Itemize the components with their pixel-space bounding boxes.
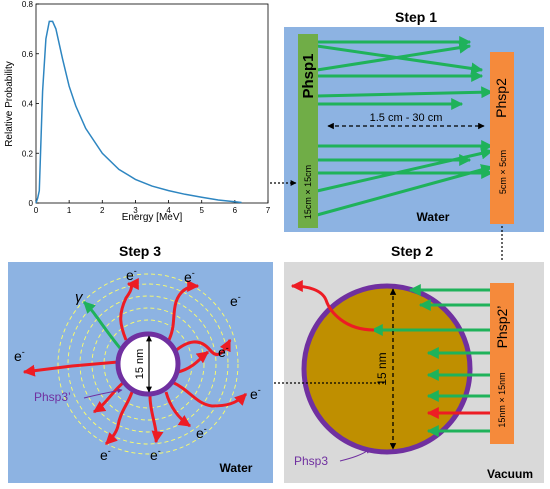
x-tick-label: 7 <box>266 206 271 215</box>
y-tick-label: 0.2 <box>22 149 34 158</box>
electron-track <box>93 380 125 414</box>
phsp3-pointer <box>339 448 371 462</box>
chart-ticks: 0 1 2 3 4 5 6 7 0 0.2 0.4 0.6 0.8 <box>22 0 271 215</box>
chart-xlabel: Energy [MeV] <box>122 212 183 223</box>
x-tick-label: 5 <box>199 206 204 215</box>
y-tick-label: 0.6 <box>22 50 34 59</box>
step1-panel: Step 1 Phsp1 15cm × 15cm Phsp2 5cm × 5cm… <box>284 9 544 232</box>
phsp1-size: 15cm × 15cm <box>303 165 313 219</box>
gamma-label: γ <box>75 289 84 306</box>
step2-medium-label: Vacuum <box>487 467 533 481</box>
step2-panel: Step 2 15 nm Phsp2’ 15nm × 15nm Phsp3 Va… <box>284 243 544 483</box>
nanoparticle-sphere-water <box>115 331 181 397</box>
phsp2-prime-plane <box>490 283 514 444</box>
phsp1-plane <box>298 34 318 228</box>
electron-label: e- <box>14 347 25 364</box>
step2-title: Step 2 <box>391 243 433 259</box>
energy-spectrum-chart: 0 1 2 3 4 5 6 7 0 0.2 0.4 0.6 0.8 Energy [MeV] Relat… <box>4 0 271 223</box>
phsp2-prime-size: 15nm × 15nm <box>497 372 507 427</box>
electron-label: e- <box>150 446 161 463</box>
electron-escape-arrow <box>290 280 375 332</box>
particle-arrow <box>316 147 494 193</box>
step3-title: Step 3 <box>119 243 161 259</box>
electron-label: e- <box>230 292 241 309</box>
step3-panel: Step 3 15 nm γ e <box>8 243 273 483</box>
electron-label: e- <box>126 266 137 283</box>
chart-ylabel: Relative Probability <box>4 61 15 147</box>
electron-track <box>22 360 119 377</box>
electron-label: e- <box>250 385 261 402</box>
phsp3-prime-label: Phsp3’ <box>34 390 71 404</box>
electron-track <box>171 380 248 408</box>
phsp2-prime-label: Phsp2’ <box>494 306 510 349</box>
x-tick-label: 4 <box>166 206 171 215</box>
step1-particle-arrows <box>316 36 494 217</box>
electron-tracks <box>22 278 248 446</box>
x-tick-label: 3 <box>133 206 138 215</box>
x-tick-label: 0 <box>34 206 39 215</box>
electron-track <box>119 278 139 341</box>
x-tick-label: 1 <box>67 206 72 215</box>
electron-label: e- <box>218 343 229 360</box>
y-tick-label: 0 <box>29 199 34 208</box>
phsp2-size: 5cm × 5cm <box>498 150 508 194</box>
electron-label: e- <box>196 424 207 441</box>
chart-frame <box>35 3 269 204</box>
spectrum-line <box>35 20 242 204</box>
electron-track <box>148 395 164 444</box>
particle-arrow <box>316 41 472 72</box>
phsp3-prime-pointer <box>83 388 123 399</box>
distance-label: 1.5 cm - 30 cm <box>370 112 443 124</box>
electron-track <box>166 280 200 343</box>
electron-label: e- <box>100 446 111 463</box>
phsp2-label: Phsp2 <box>493 78 509 118</box>
x-tick-label: 6 <box>233 206 238 215</box>
phsp2-plane <box>490 52 514 224</box>
particle-arrow <box>316 86 494 99</box>
phsp1-label: Phsp1 <box>300 53 317 98</box>
step1-title: Step 1 <box>395 9 437 25</box>
step1-medium-label: Water <box>417 210 450 224</box>
electron-labels: e- e- e- e- e- e- e- e- e- <box>14 266 261 463</box>
electron-label: e- <box>184 268 195 285</box>
dose-shell <box>57 273 239 455</box>
step2-diameter-label: 15 nm <box>375 352 389 385</box>
step3-medium-label: Water <box>220 461 253 475</box>
electron-track <box>173 338 232 356</box>
phsp3-label: Phsp3 <box>294 454 328 468</box>
electron-track <box>177 350 209 374</box>
gamma-track <box>82 300 122 349</box>
particle-arrow <box>316 164 494 217</box>
y-tick-label: 0.8 <box>22 0 34 9</box>
step3-diameter-label: 15 nm <box>134 349 146 380</box>
x-tick-label: 2 <box>100 206 105 215</box>
electron-track <box>104 391 134 446</box>
electron-track <box>164 391 191 428</box>
dose-shell <box>67 283 229 445</box>
y-tick-label: 0.4 <box>22 100 34 109</box>
